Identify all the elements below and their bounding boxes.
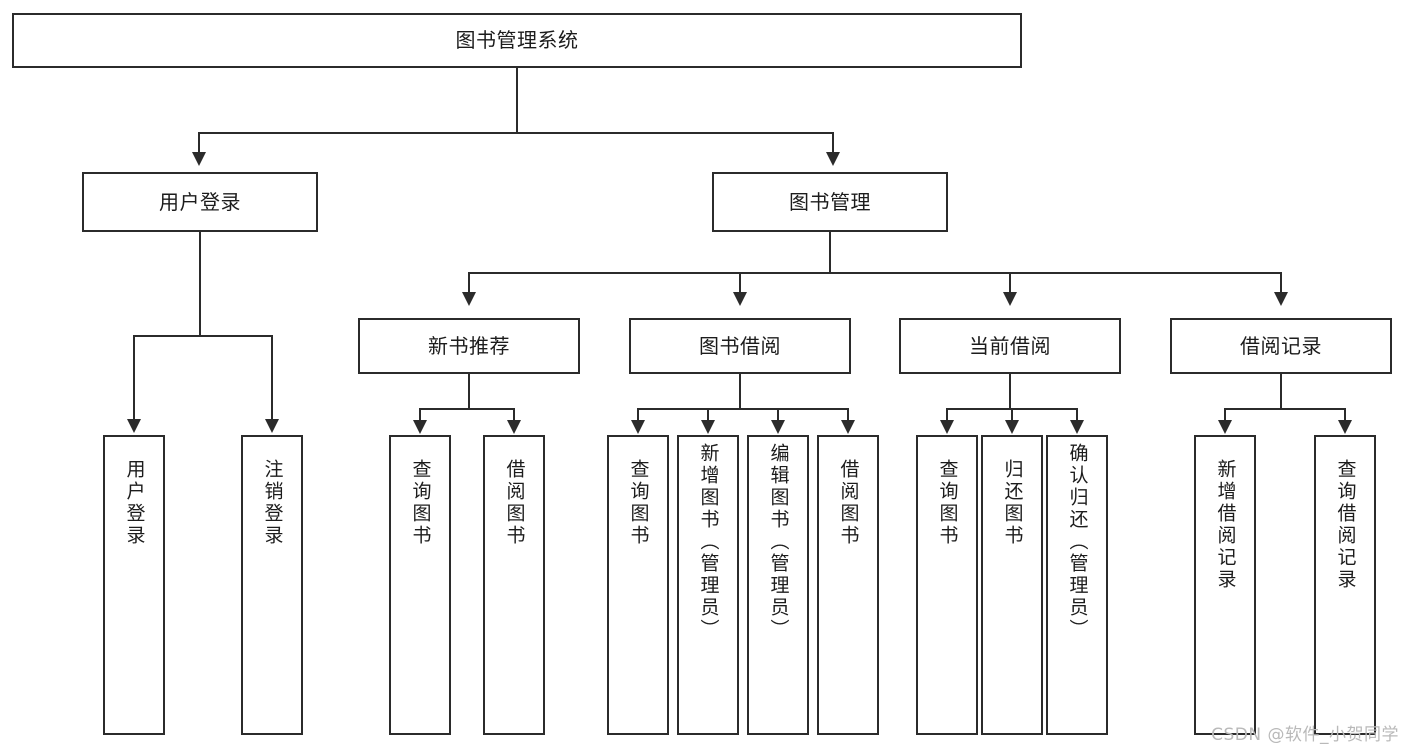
arrow-book-borrow-c4 xyxy=(841,420,855,434)
node-root-label: 图书管理系统 xyxy=(455,28,579,52)
node-book-management-label: 图书管理 xyxy=(789,189,871,214)
arrow-book-borrow-c2 xyxy=(701,420,715,434)
arrow-new-book-c1 xyxy=(413,420,427,434)
arrow-book-mgmt-to-current-borrow xyxy=(1003,292,1017,306)
leaf-current-borrow-return-label: 归还图书 xyxy=(1001,459,1024,547)
leaf-borrow-record-query[interactable]: 查询借阅记录 xyxy=(1314,435,1376,735)
connector-book-mgmt-to-current-borrow xyxy=(1009,272,1011,294)
connector-root-to-book-mgmt xyxy=(832,132,834,154)
arrow-book-borrow-c1 xyxy=(631,420,645,434)
leaf-new-book-borrow[interactable]: 借阅图书 xyxy=(483,435,545,735)
node-new-book-recommend[interactable]: 新书推荐 xyxy=(358,318,580,374)
connector-borrow-record-bus xyxy=(1224,408,1346,410)
connector-book-mgmt-to-borrow-record xyxy=(1280,272,1282,294)
leaf-current-borrow-confirm-label: 确认归还（管理员） xyxy=(1066,443,1089,641)
connector-new-book-c2 xyxy=(513,408,515,422)
connector-root-bus xyxy=(198,132,834,134)
arrow-user-login-left xyxy=(127,419,141,433)
node-book-borrow-label: 图书借阅 xyxy=(699,333,781,358)
node-user-login-label: 用户登录 xyxy=(159,189,241,214)
arrow-user-login-right xyxy=(265,419,279,433)
connector-user-login-left xyxy=(133,335,135,421)
arrow-new-book-c2 xyxy=(507,420,521,434)
arrow-book-mgmt-to-borrow-record xyxy=(1274,292,1288,306)
node-book-borrow[interactable]: 图书借阅 xyxy=(629,318,851,374)
leaf-book-borrow-borrow-label: 借阅图书 xyxy=(837,459,860,547)
connector-book-mgmt-to-new-book xyxy=(468,272,470,294)
arrow-book-mgmt-to-new-book xyxy=(462,292,476,306)
node-borrow-record-label: 借阅记录 xyxy=(1240,333,1322,358)
connector-book-borrow-bus xyxy=(637,408,848,410)
connector-borrow-record-stem xyxy=(1280,374,1282,410)
connector-book-borrow-c4 xyxy=(847,408,849,422)
connector-book-borrow-c1 xyxy=(637,408,639,422)
connector-book-borrow-c3 xyxy=(777,408,779,422)
leaf-book-borrow-borrow[interactable]: 借阅图书 xyxy=(817,435,879,735)
connector-root-to-user-login xyxy=(198,132,200,154)
connector-borrow-record-c1 xyxy=(1224,408,1226,422)
leaf-book-borrow-query[interactable]: 查询图书 xyxy=(607,435,669,735)
leaf-book-borrow-edit-label: 编辑图书（管理员） xyxy=(767,443,790,641)
connector-book-borrow-stem xyxy=(739,374,741,410)
connector-new-book-c1 xyxy=(419,408,421,422)
arrow-book-borrow-c3 xyxy=(771,420,785,434)
node-borrow-record[interactable]: 借阅记录 xyxy=(1170,318,1392,374)
arrow-borrow-record-c2 xyxy=(1338,420,1352,434)
watermark: CSDN @软件_小贺同学 xyxy=(1211,725,1399,745)
leaf-borrow-record-add-label: 新增借阅记录 xyxy=(1214,459,1237,591)
leaf-book-borrow-edit[interactable]: 编辑图书（管理员） xyxy=(747,435,809,735)
leaf-user-login-login[interactable]: 用户登录 xyxy=(103,435,165,735)
arrow-current-borrow-c3 xyxy=(1070,420,1084,434)
connector-book-mgmt-stem xyxy=(829,232,831,274)
leaf-new-book-borrow-label: 借阅图书 xyxy=(503,459,526,547)
connector-new-book-bus xyxy=(419,408,515,410)
leaf-borrow-record-query-label: 查询借阅记录 xyxy=(1334,459,1357,591)
connector-user-login-bus xyxy=(133,335,271,337)
arrow-book-mgmt-to-book-borrow xyxy=(733,292,747,306)
connector-borrow-record-c2 xyxy=(1344,408,1346,422)
node-current-borrow-label: 当前借阅 xyxy=(969,333,1051,358)
connector-current-borrow-c2 xyxy=(1011,408,1013,422)
leaf-user-login-logout-label: 注销登录 xyxy=(261,459,284,547)
connector-current-borrow-c1 xyxy=(946,408,948,422)
connector-book-borrow-c2 xyxy=(707,408,709,422)
connector-user-login-right xyxy=(271,335,273,421)
connector-root-stem xyxy=(516,68,518,133)
leaf-borrow-record-add[interactable]: 新增借阅记录 xyxy=(1194,435,1256,735)
leaf-book-borrow-query-label: 查询图书 xyxy=(627,459,650,547)
node-root[interactable]: 图书管理系统 xyxy=(12,13,1022,68)
node-new-book-recommend-label: 新书推荐 xyxy=(428,333,510,358)
arrow-borrow-record-c1 xyxy=(1218,420,1232,434)
connector-book-mgmt-to-book-borrow xyxy=(739,272,741,294)
connector-user-login-stem xyxy=(199,232,201,336)
connector-new-book-stem xyxy=(468,374,470,410)
leaf-current-borrow-return[interactable]: 归还图书 xyxy=(981,435,1043,735)
node-book-management[interactable]: 图书管理 xyxy=(712,172,948,232)
arrow-root-to-book-mgmt xyxy=(826,152,840,166)
leaf-new-book-query[interactable]: 查询图书 xyxy=(389,435,451,735)
arrow-current-borrow-c2 xyxy=(1005,420,1019,434)
leaf-book-borrow-add-label: 新增图书（管理员） xyxy=(697,443,720,641)
connector-current-borrow-stem xyxy=(1009,374,1011,410)
leaf-current-borrow-confirm[interactable]: 确认归还（管理员） xyxy=(1046,435,1108,735)
leaf-new-book-query-label: 查询图书 xyxy=(409,459,432,547)
arrow-current-borrow-c1 xyxy=(940,420,954,434)
leaf-user-login-logout[interactable]: 注销登录 xyxy=(241,435,303,735)
leaf-current-borrow-query[interactable]: 查询图书 xyxy=(916,435,978,735)
leaf-user-login-login-label: 用户登录 xyxy=(123,459,146,547)
connector-book-mgmt-bus xyxy=(468,272,1280,274)
leaf-book-borrow-add[interactable]: 新增图书（管理员） xyxy=(677,435,739,735)
connector-current-borrow-c3 xyxy=(1076,408,1078,422)
node-user-login[interactable]: 用户登录 xyxy=(82,172,318,232)
leaf-current-borrow-query-label: 查询图书 xyxy=(936,459,959,547)
arrow-root-to-user-login xyxy=(192,152,206,166)
node-current-borrow[interactable]: 当前借阅 xyxy=(899,318,1121,374)
